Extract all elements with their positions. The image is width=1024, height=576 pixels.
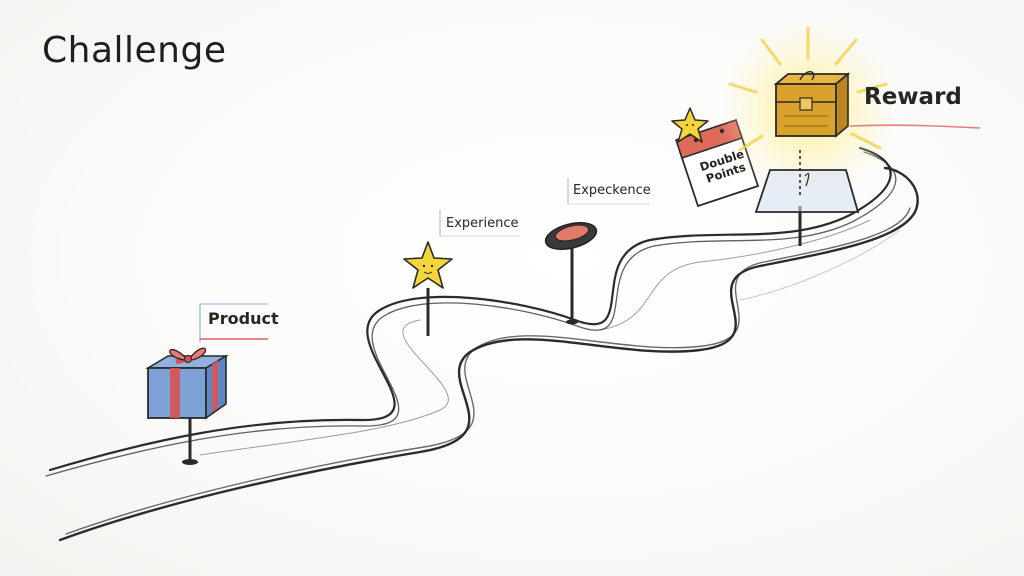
gift-box-icon — [145, 347, 229, 465]
milestone-label-reward: Reward — [864, 84, 962, 110]
reward-platform — [754, 150, 860, 246]
star-icon — [403, 241, 453, 336]
winding-path — [45, 146, 919, 542]
product-label-flag — [199, 303, 268, 342]
reward-glow — [718, 20, 981, 200]
expeckence-label-flag — [567, 178, 650, 205]
experience-label-flag — [439, 210, 520, 237]
treasure-chest-icon — [773, 71, 851, 138]
button-disc-icon — [544, 222, 598, 325]
page-title: Challenge — [42, 30, 227, 71]
milestone-label-expeckence: Expeckence — [573, 183, 651, 198]
star-icon — [671, 107, 709, 143]
milestone-label-experience: Experience — [446, 216, 519, 231]
milestone-label-product: Product — [208, 309, 279, 328]
